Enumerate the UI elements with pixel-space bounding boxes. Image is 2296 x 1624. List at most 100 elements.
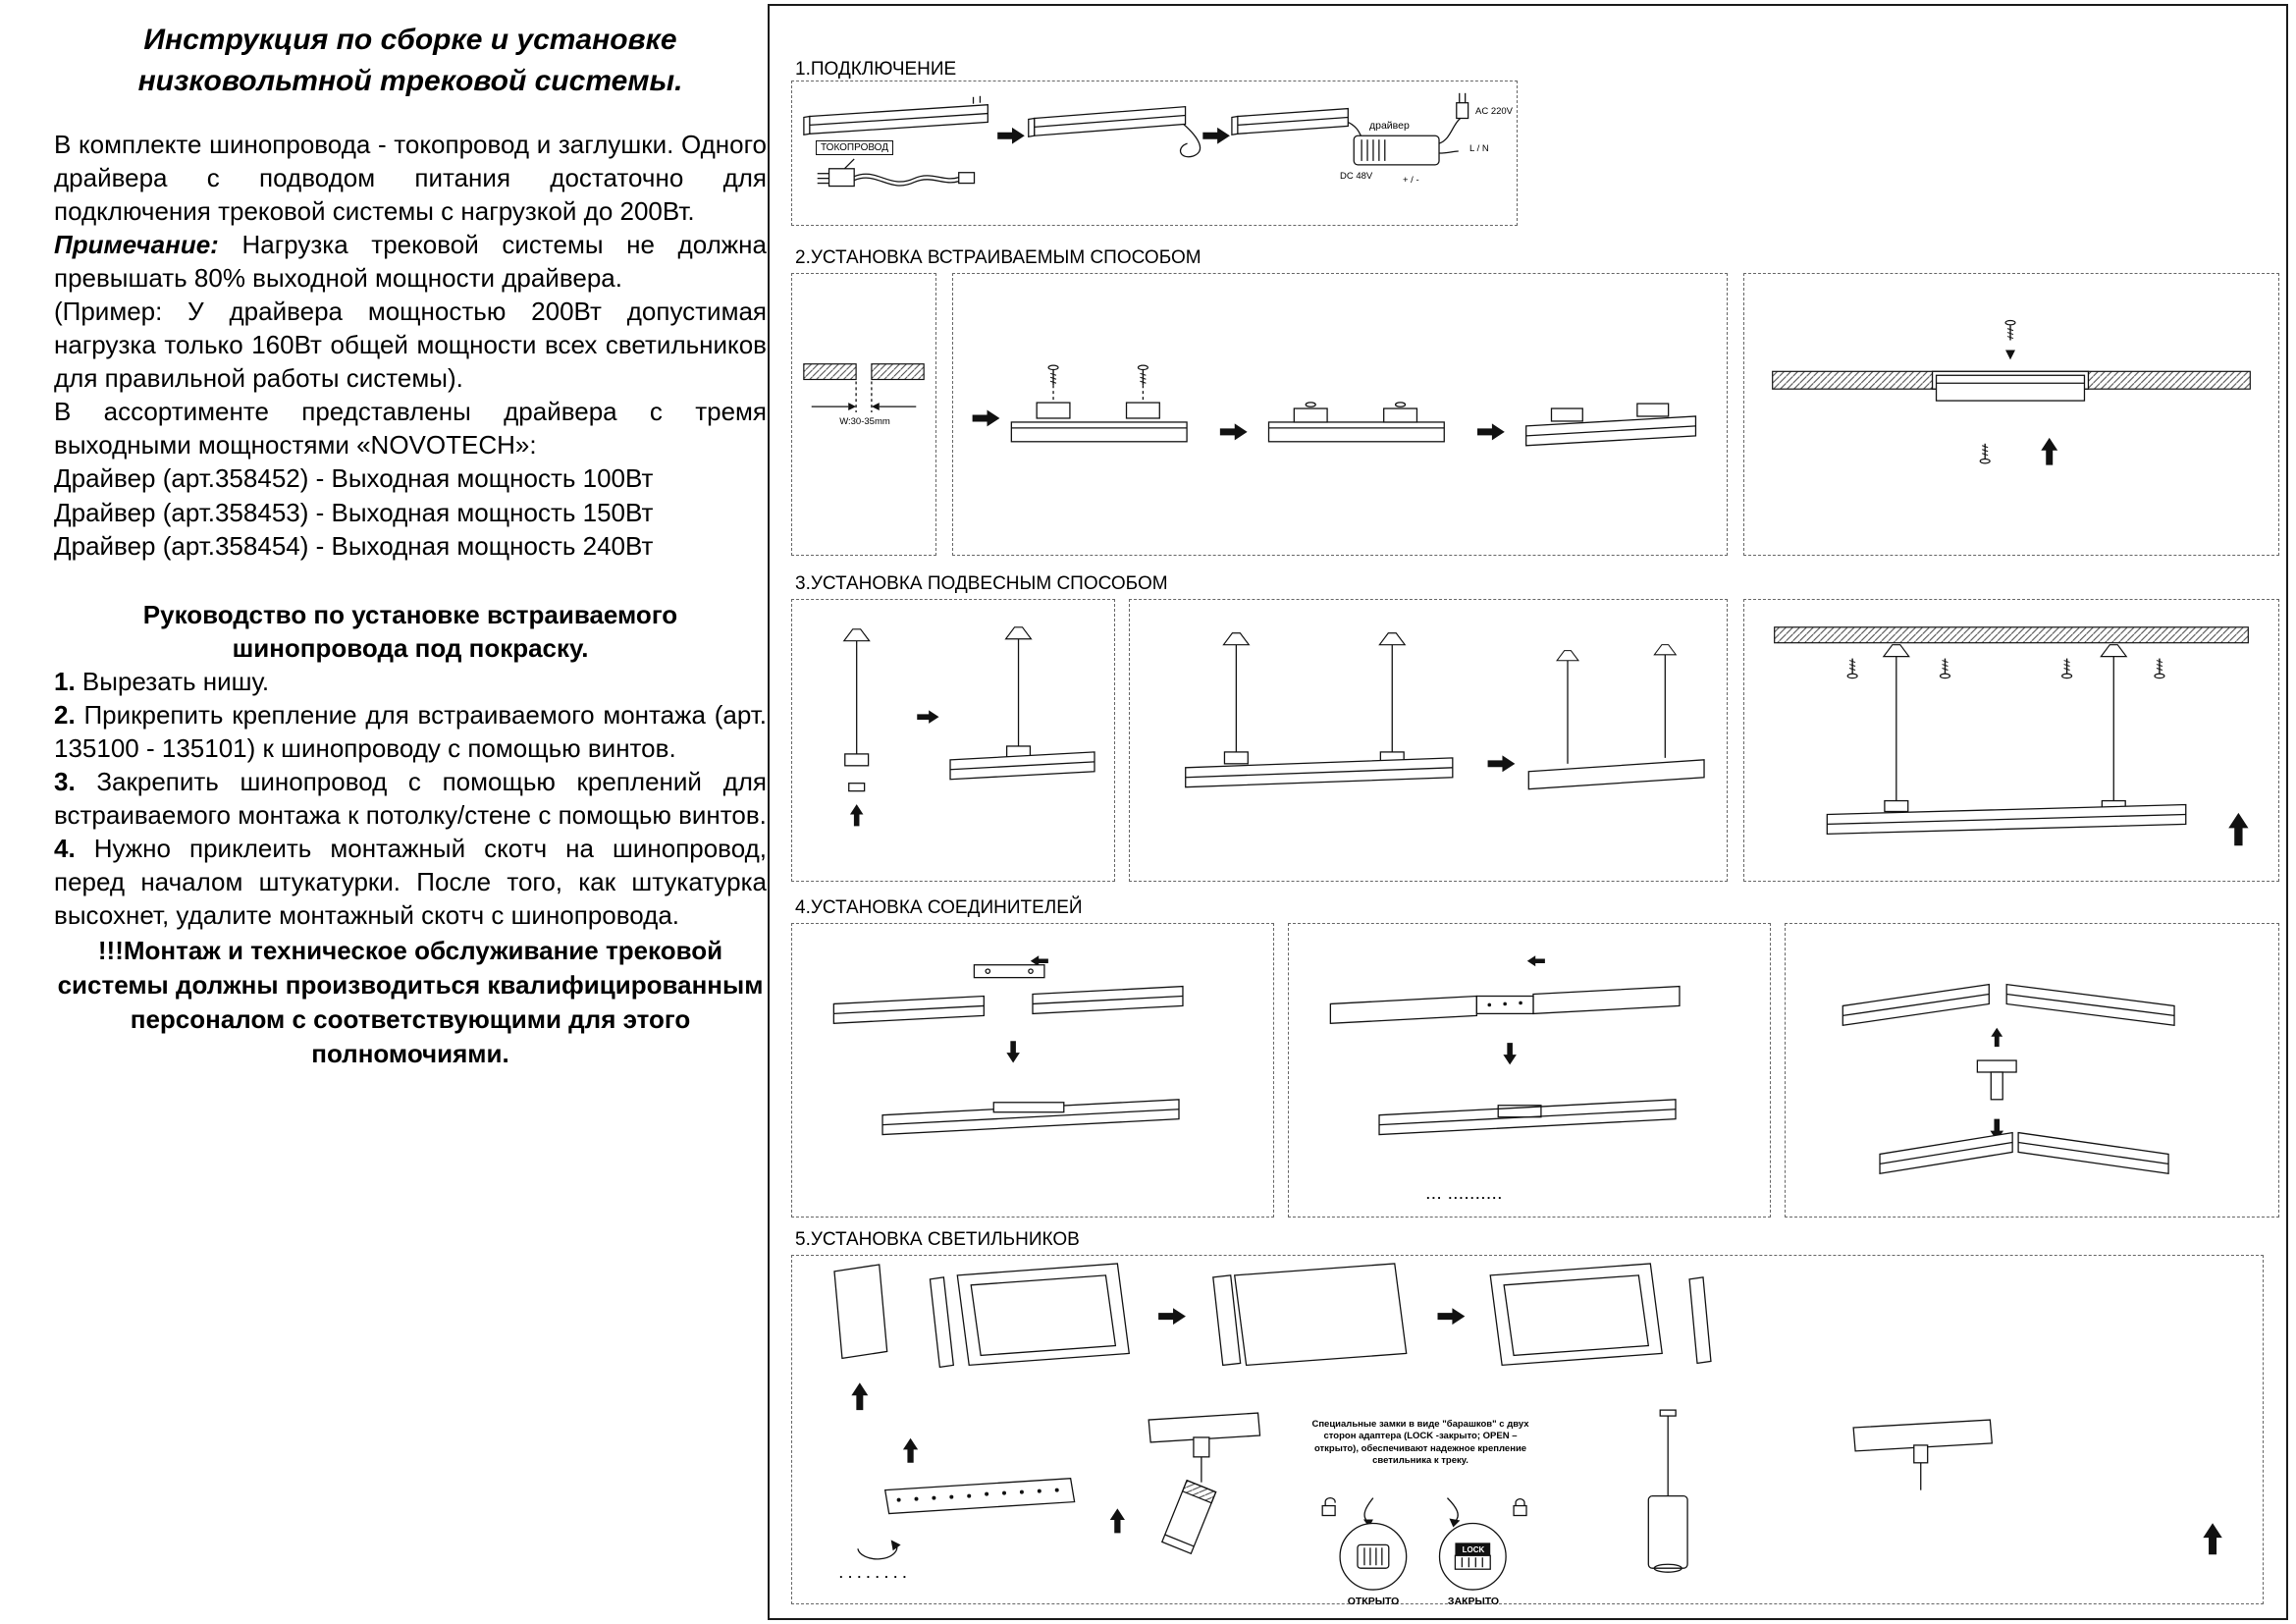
- open-padlock-icon: [1321, 1497, 1336, 1517]
- track-with-brackets-stage2: [1267, 402, 1445, 443]
- pendant-track-stage2: [1527, 644, 1705, 790]
- driver-label: драйвер: [1369, 120, 1410, 132]
- power-cord-connector: [817, 168, 976, 188]
- track-ends: [832, 985, 1184, 1025]
- rotation-arrow-icon: [857, 1540, 901, 1560]
- section-1-diagram-box: ТОКОПРОВОД драйвер AC 220V L / N DC 48V …: [791, 81, 1518, 226]
- lock-note: Специальные замки в виде "барашков" с дв…: [1311, 1419, 1529, 1467]
- warning-paragraph: !!!Монтаж и техническое обслуживание тре…: [57, 936, 764, 1069]
- section-3-title: 3.УСТАНОВКА ПОДВЕСНЫМ СПОСОБОМ: [795, 573, 1168, 594]
- instructions-column: Инструкция по сборке и установке низково…: [54, 20, 767, 1071]
- screw-icon: [1979, 443, 1991, 464]
- step-2-number: 2.: [54, 699, 76, 730]
- open-label: ОТКРЫТО: [1347, 1596, 1400, 1607]
- screw-icon: [2060, 657, 2073, 679]
- arrow-up-icon: [851, 1382, 869, 1411]
- section-4-box-a: [791, 923, 1274, 1218]
- diagram-panel: 1.ПОДКЛЮЧЕНИЕ: [768, 4, 2288, 1620]
- driver-item: Драйвер (арт.358452) - Выходная мощность…: [54, 463, 654, 494]
- arrow-up-icon: [902, 1437, 919, 1463]
- guide-heading: Руководство по установке встраиваемого ш…: [142, 599, 678, 663]
- lock-open-detail: [1339, 1522, 1408, 1591]
- dc-voltage-label: DC 48V: [1340, 171, 1373, 182]
- step-1-text: Вырезать нишу.: [75, 666, 270, 696]
- screw-icon: [1846, 657, 1858, 679]
- closed-padlock-icon: [1513, 1497, 1527, 1517]
- ac-voltage-label: AC 220V: [1475, 106, 1514, 117]
- tokoprovod-label: ТОКОПРОВОД: [816, 140, 894, 155]
- screw-icon: [2004, 319, 2016, 342]
- arrow-up-icon: [2203, 1523, 2222, 1555]
- step-3: 3. Закрепить шинопровод с помощью крепле…: [54, 765, 767, 832]
- arrow-right-icon: [1437, 1308, 1466, 1326]
- track-segment: [1231, 107, 1370, 144]
- step-3-number: 3.: [54, 766, 76, 796]
- ceiling-hatch: [1774, 626, 2249, 644]
- track-with-brackets-stage1: [1010, 364, 1188, 443]
- connector-plate: [973, 964, 1045, 979]
- track-ends: [1329, 985, 1681, 1025]
- lock-badge-text: LOCK: [1462, 1545, 1485, 1554]
- corner-connector: [1976, 1059, 2017, 1101]
- arrow-up-icon: [1109, 1508, 1125, 1534]
- driver-unit: [1353, 117, 1462, 166]
- luminaire-install-diagram: [833, 1263, 2222, 1591]
- screw-icon: [1939, 657, 1951, 679]
- step-1-number: 1.: [54, 666, 76, 696]
- recessed-track-diagram: [1772, 319, 2251, 465]
- intro-paragraph: В комплекте шинопровода - токопровод и з…: [54, 130, 767, 227]
- straight-connector-diagram: [832, 955, 1184, 1136]
- arrow-left-icon: [1526, 955, 1545, 967]
- arrow-up-icon: [2041, 437, 2058, 465]
- assortment-paragraph: В ассортименте представлены драйвера с т…: [54, 397, 767, 460]
- arrow-right-icon: [1158, 1308, 1186, 1326]
- linear-led-module: [883, 1478, 1076, 1515]
- pendant-track-diagram: [1185, 632, 1705, 790]
- pendant-cylinder-light: [1647, 1409, 1688, 1573]
- section-2-box-c: [1743, 273, 2279, 556]
- section-3-box-c: [1743, 599, 2279, 882]
- flat-module-with-track: [929, 1263, 1131, 1369]
- arrow-down-icon: [1503, 1043, 1517, 1065]
- section-4-box-c: [1785, 923, 2279, 1218]
- joined-track: [881, 1099, 1180, 1136]
- arrow-up-icon: [849, 804, 864, 827]
- arrow-right-icon: [1477, 423, 1505, 441]
- connection-diagram: [803, 92, 1469, 188]
- arrow-right-icon: [917, 710, 939, 724]
- pendant-track-assembly: [1826, 644, 2187, 835]
- note-label: Примечание:: [54, 230, 219, 260]
- note-pointer-arrows: [1362, 1497, 1461, 1528]
- step-1: 1. Вырезать нишу.: [54, 665, 767, 698]
- step-2-text: Прикрепить крепление для встраиваемого м…: [54, 699, 767, 763]
- closed-label: ЗАКРЫТО: [1447, 1596, 1500, 1607]
- arrow-right-icon: [1202, 127, 1230, 144]
- lock-closed-detail: [1438, 1522, 1507, 1591]
- flat-module-attached: [1212, 1263, 1408, 1367]
- line-neutral-label: L / N: [1469, 143, 1489, 154]
- step-2: 2. Прикрепить крепление для встраиваемог…: [54, 698, 767, 765]
- track-with-brackets-stage3: [1525, 403, 1697, 447]
- ac-plug-icon: [1456, 92, 1469, 120]
- step-4-number: 4.: [54, 833, 76, 863]
- screw-icon: [1137, 364, 1149, 386]
- section-2-box-a: W:30-35mm: [791, 273, 936, 556]
- driver-item: Драйвер (арт.358453) - Выходная мощность…: [54, 497, 654, 527]
- flat-module: [833, 1264, 888, 1360]
- ceiling-pendant-diagram: [1774, 626, 2249, 846]
- track-spotlight: [1148, 1412, 1261, 1555]
- note-text: Нагрузка трековой системы не должна прев…: [54, 230, 767, 294]
- ceiling-hatch: [803, 363, 925, 381]
- arrow-up-icon: [1991, 1027, 2003, 1048]
- section-2-title: 2.УСТАНОВКА ВСТРАИВАЕМЫМ СПОСОБОМ: [795, 247, 1201, 268]
- joined-corner-track: [1879, 1131, 2169, 1175]
- niche-cutout-diagram: [803, 363, 925, 413]
- section-1-title: 1.ПОДКЛЮЧЕНИЕ: [795, 59, 957, 80]
- section-4-box-b: ... ..........: [1288, 923, 1771, 1218]
- driver-item: Драйвер (арт.358454) - Выходная мощность…: [54, 530, 654, 561]
- step-4-text: Нужно приклеить монтажный скотч на шиноп…: [54, 833, 767, 931]
- continuation-dots: ... ..........: [1426, 1187, 1504, 1202]
- section-3-box-a: [791, 599, 1115, 882]
- recessed-track: [1935, 374, 2086, 402]
